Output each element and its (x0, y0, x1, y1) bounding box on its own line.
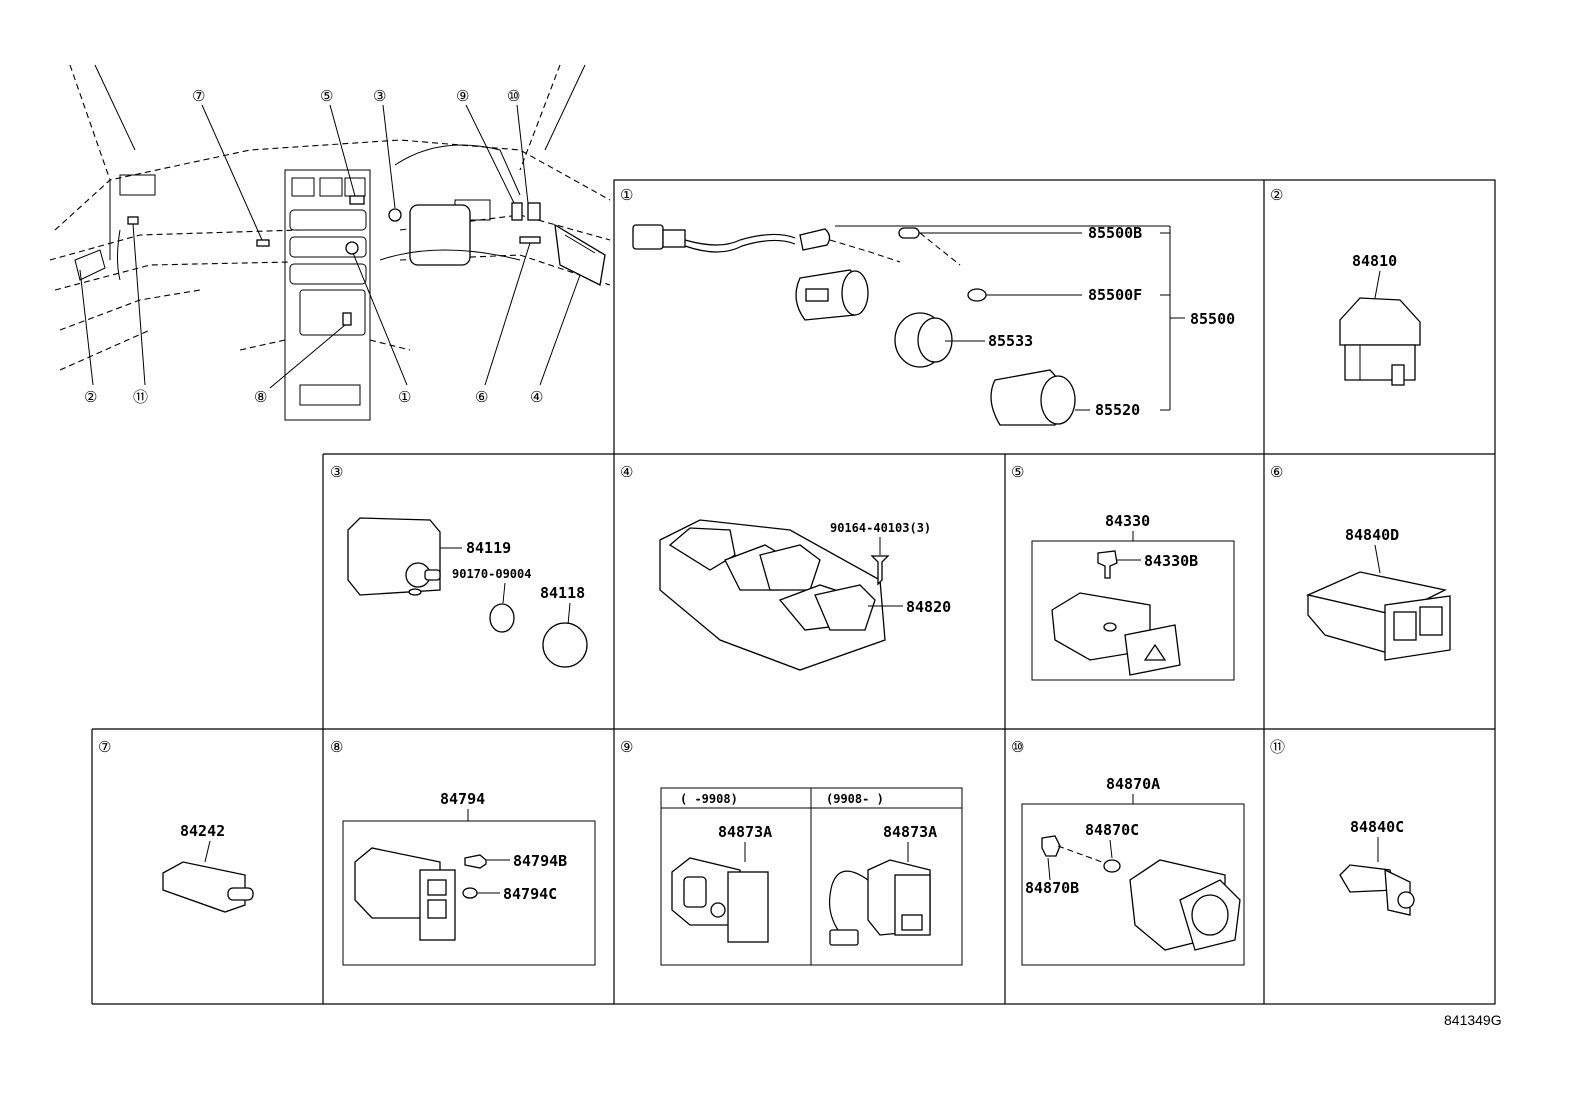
panel-1-cigarette-lighter: ① 85500B 85500F 85500 (620, 186, 1235, 426)
panel-6-number: ⑥ (1270, 463, 1283, 481)
callout-8: ⑧ (254, 388, 267, 406)
panel-2-switch: ② 84810 (1270, 186, 1421, 386)
panel-11-number: ⑪ (1270, 738, 1285, 756)
part-label-84870B: 84870B (1025, 879, 1079, 897)
callout-9: ⑨ (456, 87, 469, 105)
panel-8-switch: ⑧ 84794 84794B 84794C (330, 738, 596, 966)
callout-11: ⑪ (133, 388, 148, 406)
part-label-85500: 85500 (1190, 310, 1235, 328)
callout-1: ① (398, 388, 411, 406)
panel-4-power-window-master-switch: ④ 90164-40103(3) 84820 (620, 463, 951, 671)
panel-10-number: ⑩ (1011, 738, 1024, 756)
callout-5: ⑤ (320, 87, 333, 105)
panel-7-number: ⑦ (98, 738, 111, 756)
part-label-84873A-right: 84873A (883, 823, 937, 841)
figure-id: 841349G (1444, 1012, 1502, 1028)
part-label-90164-40103: 90164-40103(3) (830, 521, 931, 535)
callout-7: ⑦ (192, 87, 205, 105)
part-label-84870C: 84870C (1085, 821, 1139, 839)
part-label-84330B: 84330B (1144, 552, 1198, 570)
part-label-84118: 84118 (540, 584, 585, 602)
panel-grid (91, 179, 1496, 1005)
panel-9-switch: ⑨ ( -9908) (9908- ) 84873A 84873A (620, 738, 963, 966)
panel-5-number: ⑤ (1011, 463, 1024, 481)
part-label-84242: 84242 (180, 822, 225, 840)
part-label-90170-09004: 90170-09004 (452, 567, 531, 581)
part-label-84810: 84810 (1352, 252, 1397, 270)
part-label-84820: 84820 (906, 598, 951, 616)
part-label-85533: 85533 (988, 332, 1033, 350)
part-label-85520: 85520 (1095, 401, 1140, 419)
callout-2: ② (84, 388, 97, 406)
panel-5-hazard-switch: ⑤ 84330 84330B (1011, 463, 1235, 681)
panel-10-mirror-switch: ⑩ 84870A 84870C 84870B (1011, 738, 1245, 966)
part-label-84119: 84119 (466, 539, 511, 557)
part-label-85500B: 85500B (1088, 224, 1142, 242)
panel-3-dimmer: ③ 84119 90170-09004 84118 (330, 463, 588, 668)
part-label-84870A: 84870A (1106, 775, 1160, 793)
panel-9-number: ⑨ (620, 738, 633, 756)
callout-3: ③ (373, 87, 386, 105)
panel-8-number: ⑧ (330, 738, 343, 756)
part-label-84873A-left: 84873A (718, 823, 772, 841)
panel-2-number: ② (1270, 186, 1283, 204)
panel-3-number: ③ (330, 463, 343, 481)
panel-4-number: ④ (620, 463, 633, 481)
callout-6: ⑥ (475, 388, 488, 406)
part-label-84794C: 84794C (503, 885, 557, 903)
dashboard-overview: ⑦ ⑤ ③ ⑨ ⑩ ② ⑪ ⑧ ① ⑥ ④ (49, 64, 611, 421)
callout-10: ⑩ (507, 87, 520, 105)
panel-9-right-header: (9908- ) (826, 792, 884, 806)
panel-1-number: ① (620, 186, 633, 204)
panel-11-switch: ⑪ 84840C (1270, 738, 1415, 916)
panel-6-switch: ⑥ 84840D (1270, 463, 1451, 661)
part-label-84794: 84794 (440, 790, 485, 808)
part-label-85500F: 85500F (1088, 286, 1142, 304)
panel-7-switch: ⑦ 84242 (98, 738, 254, 913)
part-label-84840D: 84840D (1345, 526, 1399, 544)
panel-9-left-header: ( -9908) (680, 792, 738, 806)
part-label-84330: 84330 (1105, 512, 1150, 530)
part-label-84840C: 84840C (1350, 818, 1404, 836)
callout-4: ④ (530, 388, 543, 406)
part-label-84794B: 84794B (513, 852, 567, 870)
